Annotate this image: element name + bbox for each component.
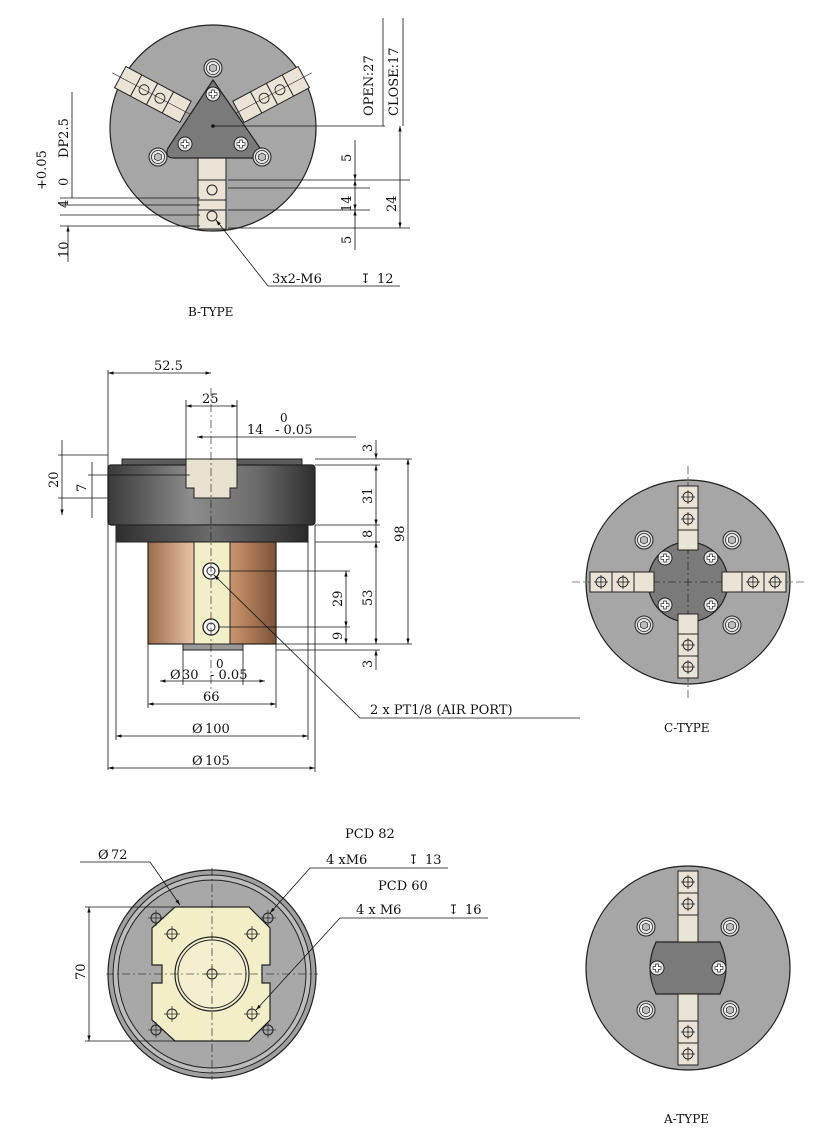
b-dim-5b: 5 [340, 236, 355, 244]
b-depth-symbol: ↧ [360, 272, 371, 287]
b-tol-plus: +0.05 [35, 150, 50, 190]
dim-25: 25 [202, 392, 219, 407]
side-base-ring [115, 524, 309, 543]
side-jaw [185, 458, 238, 499]
c-type-view: C-TYPE [572, 466, 804, 735]
b-close-label: CLOSE:17 [387, 47, 402, 116]
dim-30: 30 [182, 668, 199, 683]
b-dim-10: 10 [57, 241, 72, 258]
b-open-label: OPEN:27 [362, 55, 377, 116]
dim-105: 105 [205, 754, 230, 769]
air-port-label: 2 x PT1/8 (AIR PORT) [370, 703, 513, 718]
dim-3-top: 3 [361, 444, 376, 452]
b-dim-14: 14 [340, 195, 355, 212]
b-thread-label: 3x2-M6 [272, 272, 322, 287]
pcd60-label: PCD 60 [378, 879, 428, 894]
dim-14-tol-zero: 0 [280, 411, 288, 425]
b-jaw-left [112, 65, 192, 124]
m6-a-label: 4 xM6 [326, 853, 367, 868]
b-dim-4: 4 [57, 200, 72, 208]
dim-100: 100 [205, 722, 230, 737]
b-type-view: OPEN:27 CLOSE:17 5 14 5 24 +0.05 0 DP2.5… [35, 18, 410, 319]
m6-b-label: 4 x M6 [356, 903, 401, 918]
b-thread-depth: 12 [377, 272, 394, 287]
dim-20: 20 [47, 471, 62, 488]
dim-31: 31 [361, 487, 376, 504]
bottom-view: 70 Ø 72 PCD 82 4 xM6 ↧ 13 PCD 60 4 x M6 … [74, 827, 488, 1080]
a-type-view: A-TYPE [585, 865, 791, 1126]
a-type-caption: A-TYPE [663, 1112, 709, 1126]
dim-29: 29 [331, 590, 346, 607]
m6-a-depth: 13 [425, 853, 442, 868]
c-type-caption: C-TYPE [664, 721, 710, 735]
b-jaw-right [232, 65, 312, 124]
dim-30-tol: - 0.05 [210, 668, 247, 683]
m6-b-depth: 16 [465, 903, 482, 918]
b-jaw-bottom [197, 156, 227, 230]
dim-14: 14 [247, 423, 264, 438]
dim-66: 66 [203, 690, 220, 705]
b-tol-zero: 0 [57, 178, 72, 186]
b-dim-24: 24 [385, 195, 400, 212]
dim-30-tol-zero: 0 [216, 657, 224, 671]
side-view: 52.5 25 14 0 - 0.05 20 7 3 31 [47, 359, 580, 772]
dim-70: 70 [74, 963, 89, 980]
m6-b-depth-symbol: ↧ [448, 903, 459, 918]
b-type-caption: B-TYPE [188, 305, 233, 319]
dim-100-symbol: Ø [192, 722, 203, 737]
dim-105-symbol: Ø [192, 754, 203, 769]
dim-8: 8 [361, 530, 376, 538]
dim-14-tol: - 0.05 [275, 423, 312, 438]
dim-9: 9 [331, 632, 346, 640]
dim-3-bottom: 3 [361, 660, 376, 668]
dim-98: 98 [393, 525, 408, 542]
dim-53: 53 [361, 589, 376, 606]
dim-7: 7 [75, 484, 90, 492]
pcd82-label: PCD 82 [345, 827, 395, 842]
a-center-plate [649, 941, 727, 995]
b-dp: DP2.5 [57, 118, 72, 158]
b-dim-5a: 5 [340, 154, 355, 162]
dim-30-symbol: Ø [170, 668, 181, 683]
dim-72: 72 [111, 848, 128, 863]
dim-72-symbol: Ø [98, 848, 109, 863]
dim-52-5: 52.5 [154, 359, 183, 374]
m6-a-depth-symbol: ↧ [408, 853, 419, 868]
